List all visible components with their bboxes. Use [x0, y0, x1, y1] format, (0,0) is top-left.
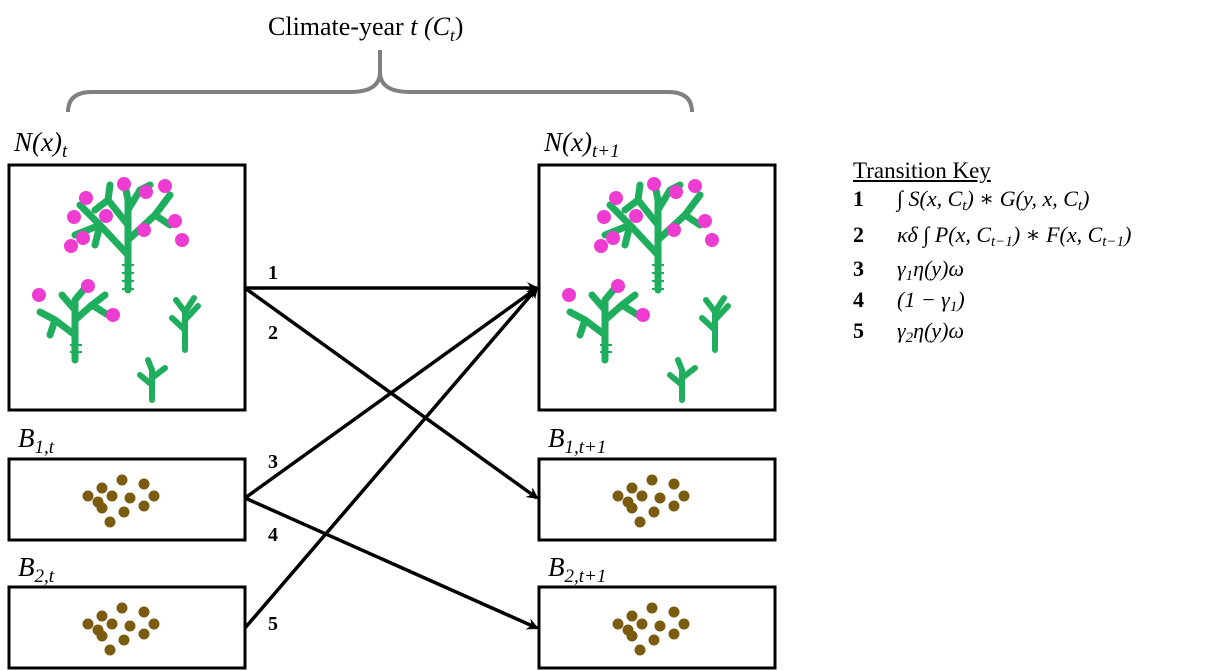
formula-part: γ: [897, 256, 906, 281]
label-b1-t-sub: 1,t: [34, 437, 55, 458]
box-b2-t1: [537, 585, 777, 670]
climate-brace: [66, 50, 694, 113]
formula-part: γ: [897, 318, 906, 343]
key-row-1: 1∫ S(x, Ct) ∗ G(y, x, Ct): [853, 186, 1089, 215]
seeds-b2-t: [82, 602, 160, 656]
formula-part: (1 − γ: [897, 287, 950, 312]
climate-text: Climate-year: [268, 12, 404, 41]
label-n-t1: N(x)t+1: [544, 127, 620, 163]
label-b1-t: B1,t: [18, 423, 54, 459]
formula-part: η(y)ω: [913, 256, 965, 281]
formula-sub: 1: [949, 299, 958, 315]
formula-sub: t−1: [1102, 234, 1125, 250]
formula-part: ) ∗ G(y, x, C: [966, 186, 1078, 211]
edge-label-2: 2: [268, 322, 278, 344]
formula-part: ): [1082, 186, 1090, 211]
key-row-number: 5: [853, 318, 864, 343]
key-row-number: 4: [853, 287, 864, 312]
climate-var: t: [410, 12, 418, 41]
plants-t1: [562, 177, 728, 400]
seeds-b2-t1: [612, 602, 690, 656]
key-row-number: 3: [853, 256, 864, 281]
key-row-number: 2: [853, 222, 864, 247]
formula-part: η(y)ω: [913, 318, 965, 343]
key-row-5: 5 γ2η(y)ω: [853, 318, 964, 347]
box-b1-t1: [537, 457, 777, 542]
label-n-t1-sub: t+1: [591, 141, 620, 162]
formula-part: ) ∗ F(x, C: [1012, 222, 1103, 247]
label-b2-t-sub: 2,t: [34, 566, 55, 587]
climate-sym: (C: [423, 12, 450, 41]
formula-part: ): [1124, 222, 1132, 247]
arrow-3: [243, 286, 539, 500]
key-row-formula: γ2η(y)ω: [897, 318, 965, 346]
edge-label-4: 4: [268, 524, 278, 546]
transition-key-title: Transition Key: [853, 158, 991, 183]
edge-label-1: 1: [268, 262, 278, 284]
edge-label-3: 3: [268, 451, 278, 473]
label-b2-t1: B2,t+1: [548, 552, 606, 588]
label-b2-t-base: B: [18, 552, 35, 582]
formula-part: κδ ∫ P(x, C: [897, 222, 992, 247]
key-row-4: 4 (1 − γ1): [853, 287, 965, 316]
climate-close: ): [454, 12, 464, 41]
formula-sub: t−1: [991, 234, 1013, 250]
plants-t: [32, 177, 198, 400]
key-row-3: 3 γ1η(y)ω: [853, 256, 964, 285]
label-n-t1-base: N(x): [544, 127, 592, 157]
key-row-number: 1: [853, 186, 864, 211]
formula-sub: t: [962, 198, 967, 214]
key-row-formula: (1 − γ1): [897, 287, 965, 315]
label-b2-t: B2,t: [18, 552, 54, 588]
label-b1-t-base: B: [18, 423, 35, 453]
key-row-formula: γ1η(y)ω: [897, 256, 965, 284]
label-n-t-base: N(x): [14, 127, 62, 157]
label-b1-t1: B1,t+1: [548, 423, 606, 459]
label-b2-t1-sub: 2,t+1: [564, 566, 607, 587]
key-row-formula: κδ ∫ P(x, Ct−1) ∗ F(x, Ct−1): [897, 222, 1132, 250]
seeds-b1-t: [82, 474, 160, 528]
formula-part: ∫ S(x, C: [897, 186, 963, 211]
label-n-t-sub: t: [61, 141, 68, 162]
label-b1-t1-base: B: [548, 423, 565, 453]
formula-sub: t: [1077, 198, 1083, 214]
arrow-4: [244, 496, 539, 630]
edge-label-5: 5: [268, 613, 278, 635]
formula-part: ): [957, 287, 965, 312]
formula-sub: 2: [905, 330, 914, 346]
label-b1-t1-sub: 1,t+1: [564, 437, 607, 458]
label-n-t: N(x)t: [14, 127, 67, 163]
climate-sub: t: [449, 26, 455, 46]
arrow-5: [243, 286, 539, 630]
formula-sub: 1: [905, 268, 914, 284]
climate-year-label: Climate-year t (Ct): [268, 12, 463, 46]
box-n-t1: [537, 163, 777, 412]
key-row-formula: ∫ S(x, Ct) ∗ G(y, x, Ct): [897, 186, 1090, 214]
seeds-b1-t1: [612, 474, 690, 528]
label-b2-t1-base: B: [548, 552, 565, 582]
